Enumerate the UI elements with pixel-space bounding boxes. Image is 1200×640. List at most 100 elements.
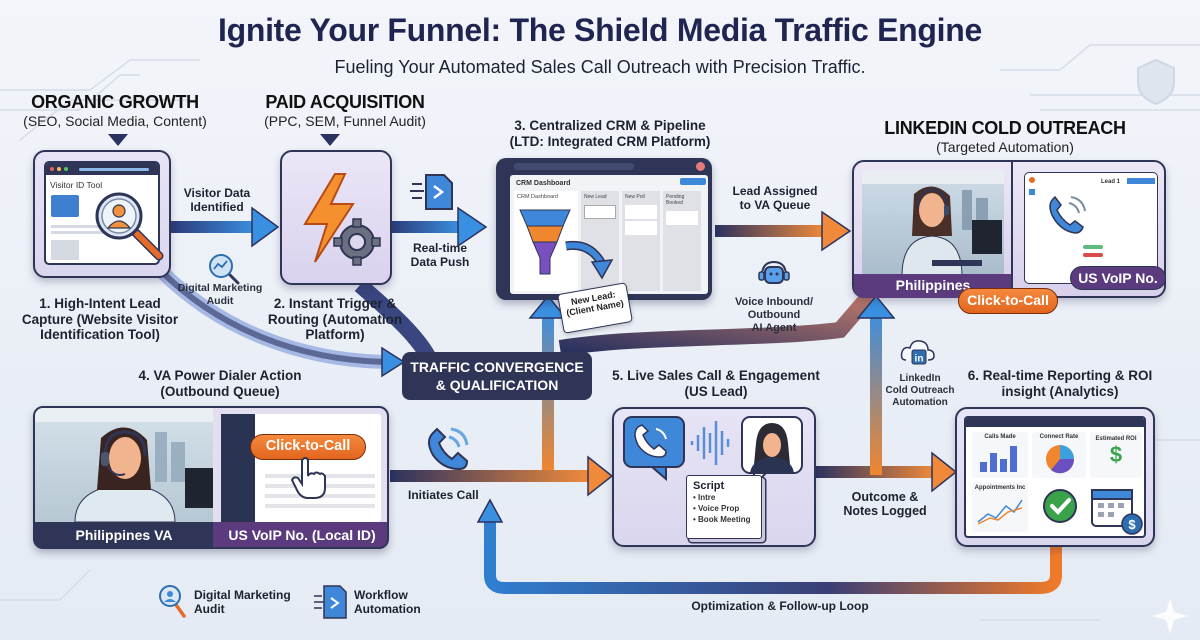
optimization-loop	[484, 520, 1062, 594]
workflow-doc-icon	[410, 174, 453, 210]
workflow-doc-icon	[314, 585, 347, 619]
tile-estimated-roi: Estimated ROI $	[1090, 432, 1142, 478]
hand-cursor-icon	[290, 457, 326, 499]
call-engagement-illustration	[623, 416, 803, 488]
crm-avatar[interactable]	[696, 162, 705, 171]
lightning-gear-icon	[303, 173, 381, 266]
analytics-magnifier-icon	[209, 254, 240, 285]
crm-dashboard-title: CRM Dashboard	[516, 180, 571, 187]
initiates-call-label: Initiates Call	[408, 488, 479, 502]
source-linkedin-title: LINKEDIN COLD OUTREACH	[884, 118, 1126, 138]
script-title: Script	[693, 480, 725, 492]
script-card: Script • Intre • Voice Prop • Book Meeti…	[686, 475, 762, 539]
soundwave-icon	[690, 421, 730, 465]
line-chart-icon	[977, 499, 1023, 525]
phone-call-icon	[428, 427, 469, 471]
click-to-call-button[interactable]: Click-to-Call	[250, 434, 366, 460]
step4-dialer-panel: Philippines VA US VoIP No. (Local ID)	[33, 406, 389, 549]
realtime-data-push-label: Real-time Data Push	[410, 241, 470, 269]
gear-icon	[333, 218, 381, 266]
linkedin-click-to-call-button[interactable]: Click-to-Call	[958, 288, 1058, 314]
tile-appointments: Appointments Inc	[972, 482, 1028, 532]
bar-chart-icon	[980, 446, 1017, 472]
source-organic: ORGANIC GROWTH (SEO, Social Media, Conte…	[10, 92, 220, 129]
va-headset-illustration	[35, 408, 213, 523]
us-voip-local-id-caption: US VoIP No. (Local ID)	[228, 527, 376, 543]
dollar-icon: $	[1109, 442, 1123, 467]
step6-label: 6. Real-time Reporting & ROI insight (An…	[967, 368, 1153, 399]
arrow-lead-assigned	[715, 210, 852, 252]
step2-label: 2. Instant Trigger & Routing (Automation…	[267, 296, 403, 343]
source-linkedin: LINKEDIN COLD OUTREACH (Targeted Automat…	[880, 118, 1130, 155]
voice-ai-agent-label: Voice Inbound/ Outbound AI Agent	[734, 296, 813, 335]
shield-watermark-icon	[1137, 58, 1175, 106]
linkedin-voip-caption: US VoIP No.	[1070, 266, 1166, 290]
down-arrow-paid-icon	[320, 134, 340, 146]
step3-label: 3. Centralized CRM & Pipeline (LTD: Inte…	[509, 118, 711, 149]
voip-app-window: Lead 1	[1024, 172, 1158, 284]
step4-label: 4. VA Power Dialer Action (Outbound Queu…	[138, 368, 302, 399]
crm-action-button[interactable]	[680, 178, 706, 185]
svg-text:in: in	[915, 354, 924, 365]
source-paid-subtitle: (PPC, SEM, Funnel Audit)	[264, 113, 426, 129]
arrow-realtime-push	[390, 206, 488, 248]
source-organic-title: ORGANIC GROWTH	[31, 92, 199, 112]
lead-assigned-label: Lead Assigned to VA Queue	[732, 184, 818, 212]
outcome-notes-label: Outcome & Notes Logged	[843, 490, 927, 519]
linkedin-left-caption: Philippines	[895, 277, 971, 293]
magnifier-person-icon	[95, 192, 164, 261]
crm-column-pending-booked: Pending Booked	[663, 191, 701, 291]
arrow-visitor-data	[170, 206, 280, 248]
legend-workflow-automation: Workflow Automation	[314, 584, 421, 620]
svg-text:$: $	[1128, 517, 1136, 532]
linkedin-outreach-panel: Philippines Lead 1 US VoIP No.	[852, 160, 1166, 298]
dialer-sidebar	[221, 414, 255, 522]
phone-bubble-icon	[623, 416, 685, 482]
step5-label: 5. Live Sales Call & Engagement (US Lead…	[612, 368, 820, 399]
lead-label: Lead 1	[1101, 179, 1121, 185]
step1-visitor-id-card: Visitor ID Tool	[33, 150, 171, 278]
down-arrow-organic-icon	[108, 134, 128, 146]
step5-live-call-card: Script • Intre • Voice Prop • Book Meeti…	[612, 407, 816, 547]
dma-label: Digital Marketing Audit	[177, 282, 263, 307]
philippines-va-image	[35, 408, 213, 523]
script-items: • Intre • Voice Prop • Book Meeting	[693, 493, 751, 525]
magnifier-person-icon	[159, 585, 186, 618]
page-title: Ignite Your Funnel: The Shield Media Tra…	[217, 12, 983, 48]
legend-digital-marketing-audit: Digital Marketing Audit	[158, 584, 291, 620]
step6-analytics-card: Calls Made Connect Rate Estimated ROI $ …	[955, 407, 1155, 547]
crm-search-bar[interactable]	[514, 163, 634, 170]
pie-chart-icon	[1046, 445, 1075, 474]
calendar-dollar-icon: $	[1091, 489, 1143, 535]
phone-icon	[1049, 195, 1086, 234]
step1-label: 1. High-Intent Lead Capture (Website Vis…	[21, 296, 179, 343]
visitor-id-tool-label: Visitor ID Tool	[50, 180, 103, 190]
va-person-illustration	[862, 170, 1004, 276]
source-linkedin-subtitle: (Targeted Automation)	[936, 139, 1074, 155]
va-office-image	[862, 170, 1004, 276]
source-organic-subtitle: (SEO, Social Media, Content)	[23, 113, 207, 129]
tile-calls-made: Calls Made	[972, 432, 1028, 478]
voip-action-button[interactable]	[1127, 178, 1155, 184]
sparkle-icon	[1152, 598, 1188, 634]
crm-column-new-poll: New Poll	[622, 191, 660, 291]
linkedin-cloud-icon: in	[900, 340, 935, 365]
window-titlebar	[46, 163, 158, 175]
analytics-titlebar	[966, 418, 1144, 427]
crm-dashboard-window: CRM Dashboard CRM Dashboard New Lead New…	[496, 158, 712, 300]
tile-connect-rate: Connect Rate	[1032, 432, 1086, 478]
step2-trigger-card	[280, 150, 392, 285]
ai-agent-robot-icon	[758, 260, 790, 284]
source-paid: PAID ACQUISITION (PPC, SEM, Funnel Audit…	[240, 92, 450, 129]
optimization-loop-label: Optimization & Follow-up Loop	[691, 599, 869, 613]
linkedin-automation-label: LinkedIn Cold Outreach Automation	[885, 373, 955, 408]
page-subtitle: Fueling Your Automated Sales Call Outrea…	[334, 57, 866, 77]
source-paid-title: PAID ACQUISITION	[265, 92, 425, 112]
traffic-convergence-box: TRAFFIC CONVERGENCE & QUALIFICATION	[402, 352, 592, 400]
funnel-icon	[519, 209, 614, 280]
philippines-va-caption: Philippines VA	[75, 527, 173, 543]
visitor-data-identified-label: Visitor Data Identified	[183, 186, 251, 214]
checkmark-icon	[1043, 489, 1077, 523]
lead-avatar-bubble	[741, 416, 803, 488]
